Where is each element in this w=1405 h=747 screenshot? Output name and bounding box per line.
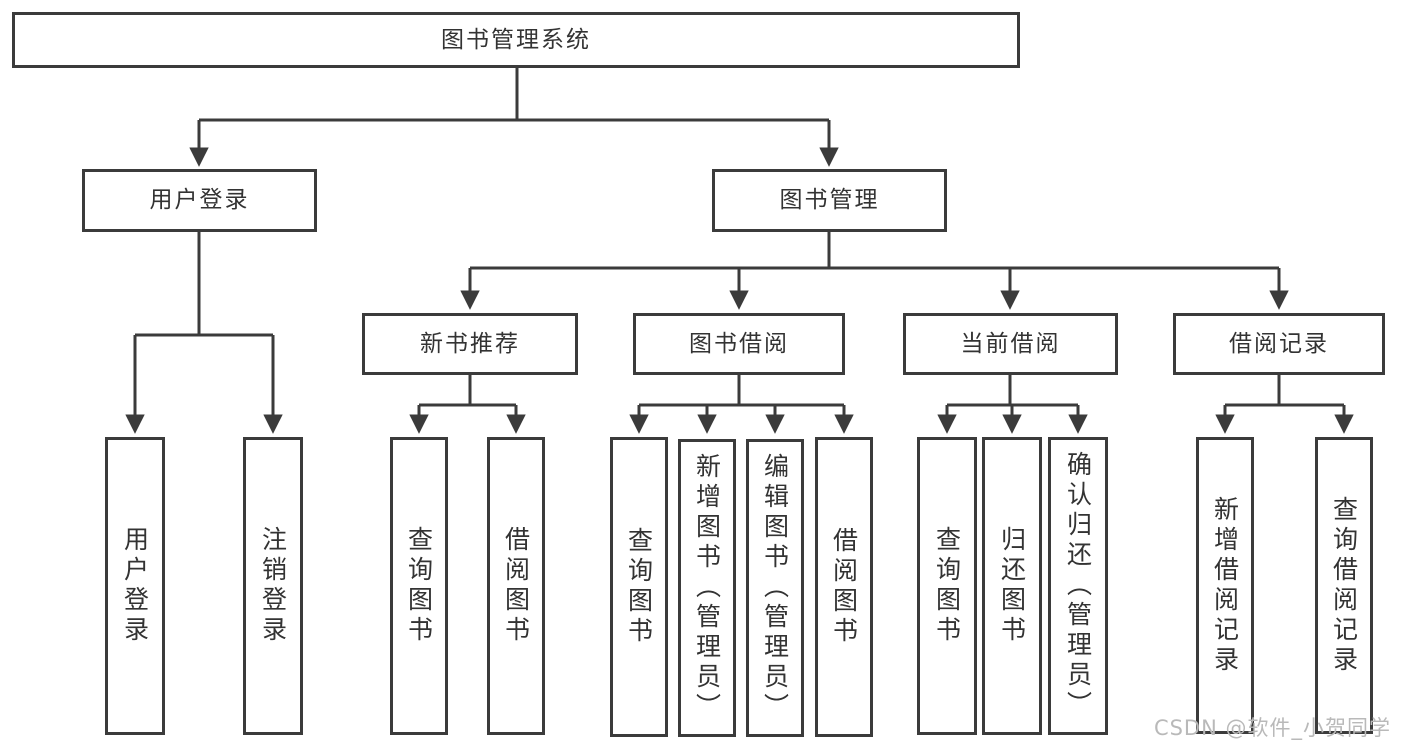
node-leaf-br-query-record: 查询借阅记录	[1315, 437, 1373, 734]
node-leaf-nbr-borrow-books: 借阅图书	[487, 437, 545, 735]
node-leaf-br-add-record: 新增借阅记录	[1196, 437, 1254, 734]
node-leaf-bb-borrow-books: 借阅图书	[815, 437, 873, 737]
node-root-library-system: 图书管理系统	[12, 12, 1020, 68]
node-leaf-logout: 注销登录	[243, 437, 303, 735]
node-leaf-cb-query-books: 查询图书	[917, 437, 977, 735]
node-book-management: 图书管理	[712, 169, 947, 232]
node-leaf-nbr-query-books: 查询图书	[390, 437, 448, 735]
node-leaf-cb-return-books: 归还图书	[982, 437, 1042, 735]
node-leaf-bb-edit-books-admin: 编辑图书（管理员）	[746, 439, 804, 737]
node-book-borrowing: 图书借阅	[633, 313, 845, 375]
node-leaf-user-login: 用户登录	[105, 437, 165, 735]
node-leaf-bb-add-books-admin: 新增图书（管理员）	[678, 439, 736, 737]
node-leaf-bb-query-books: 查询图书	[610, 437, 668, 737]
node-new-book-recommendation: 新书推荐	[362, 313, 578, 375]
node-leaf-cb-confirm-return-admin: 确认归还（管理员）	[1048, 437, 1108, 735]
node-user-login: 用户登录	[82, 169, 317, 232]
csdn-watermark: CSDN @软件_小贺同学	[1153, 716, 1391, 740]
node-borrowing-records: 借阅记录	[1173, 313, 1385, 375]
node-current-borrowing: 当前借阅	[903, 313, 1118, 375]
